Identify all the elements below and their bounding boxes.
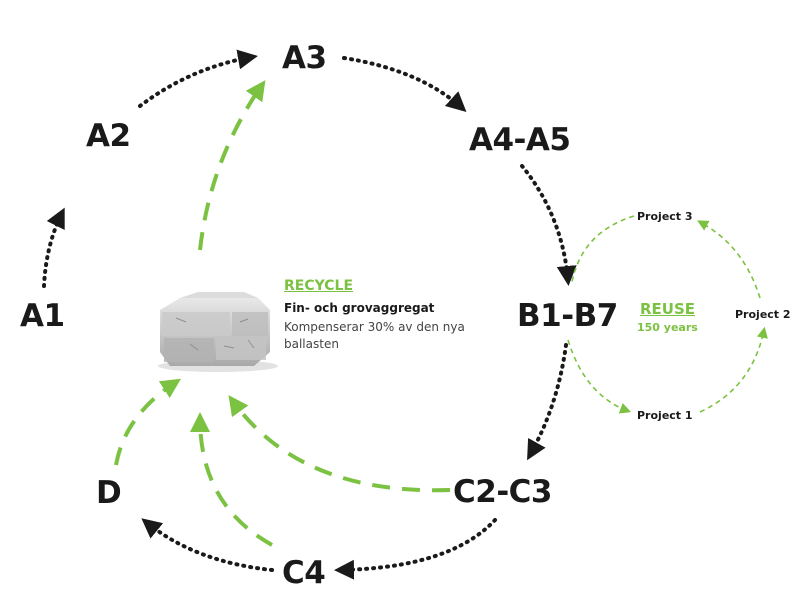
stage-b1b7: B1-B7	[517, 298, 618, 334]
stage-c2c3: C2-C3	[453, 474, 553, 510]
stage-c4: C4	[282, 555, 326, 591]
recycle-arrow-from-c2c3	[228, 395, 451, 493]
recycle-title: RECYCLE	[284, 278, 354, 294]
reuse-arc-project3-b1b7	[571, 215, 635, 283]
concrete-block-icon	[158, 292, 278, 372]
stage-a1: A1	[20, 298, 65, 334]
arrow-c4-d	[141, 518, 274, 572]
arrow-a2-a3	[138, 49, 258, 108]
reuse-title: REUSE	[640, 300, 696, 318]
recycle-arrow-from-d	[114, 378, 182, 466]
stage-d: D	[96, 475, 122, 511]
arrow-b1b7-c2c3	[527, 343, 568, 461]
recycle-arrow-to-a3	[198, 80, 266, 251]
recycle-arrow-from-c4	[190, 412, 273, 547]
reuse-arc-b1b7-project1	[567, 339, 632, 414]
arrow-a1-a2	[42, 207, 65, 288]
reuse-arc-project2-project3	[697, 220, 761, 299]
stage-a2: A2	[86, 118, 131, 154]
project-label-2: Project 2	[735, 308, 791, 321]
reuse-subtitle: 150 years	[637, 321, 698, 334]
project-label-1: Project 1	[637, 409, 693, 422]
stage-a4a5: A4-A5	[469, 122, 571, 158]
recycle-subtitle: Fin- och grovaggregat	[284, 301, 435, 315]
arrow-a3-a4a5	[342, 56, 467, 113]
stage-a3: A3	[282, 40, 327, 76]
reuse-arc-project1-project2	[699, 326, 768, 413]
arrow-c2c3-c4	[334, 518, 497, 580]
project-label-3: Project 3	[637, 210, 693, 223]
recycle-description: Kompenserar 30% av den nya ballasten	[284, 320, 465, 351]
arrow-a4a5-b1b7	[520, 164, 577, 286]
